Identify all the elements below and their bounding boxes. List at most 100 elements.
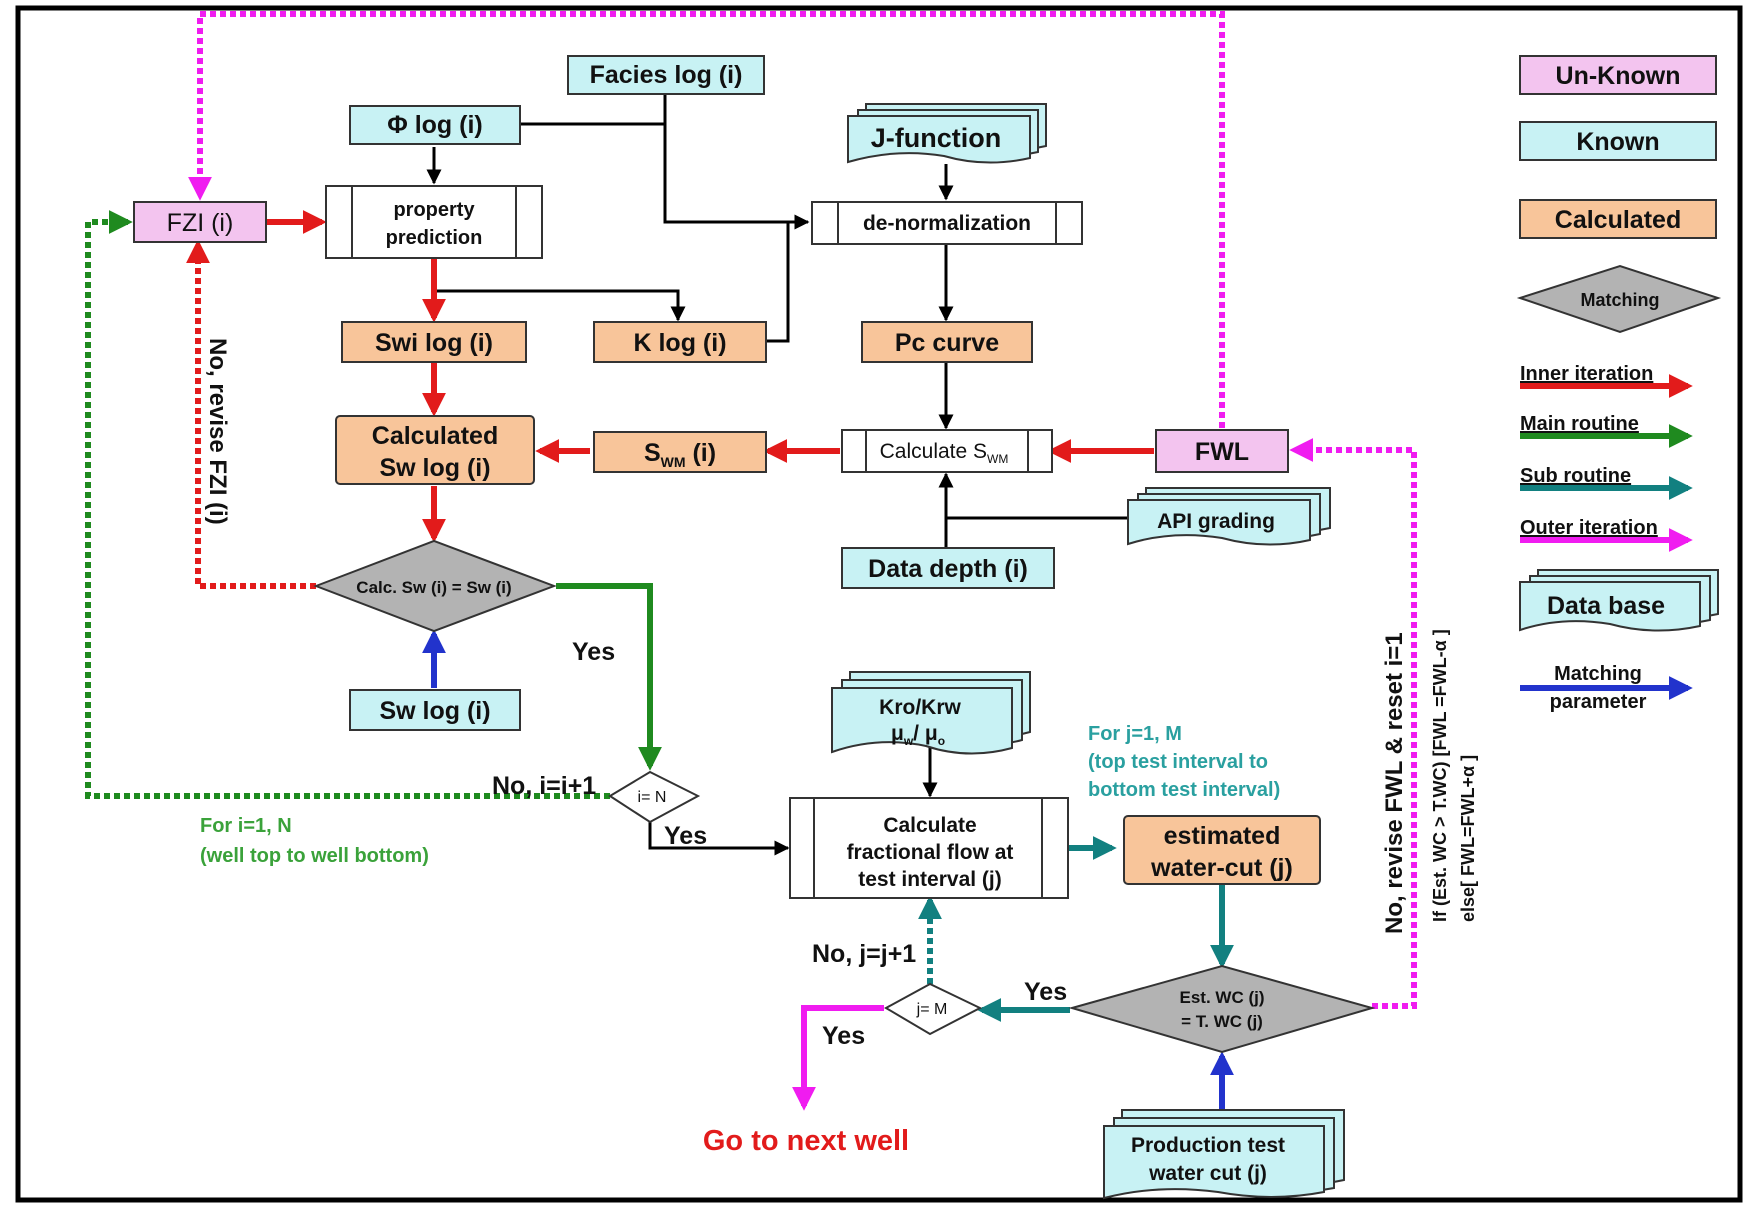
legend-matching: Matching — [1516, 264, 1722, 334]
property-prediction-line2: prediction — [386, 227, 483, 249]
calculated-sw-line2: Sw log (i) — [379, 454, 490, 482]
i-eq-n-node: i= N — [608, 770, 701, 824]
api-grading-node: API grading — [1127, 487, 1331, 546]
estimated-water-cut-line1: estimated — [1164, 822, 1281, 850]
no-j-label: No, j=j+1 — [812, 940, 916, 968]
k-log-label: K log (i) — [633, 329, 726, 357]
estimated-water-cut-line2: water-cut (j) — [1150, 854, 1293, 882]
j-function-label: J-function — [871, 123, 1001, 153]
production-test-line2: water cut (j) — [1148, 1162, 1267, 1185]
legend-matching-param-line2: parameter — [1550, 691, 1647, 713]
for-i-line1: For i=1, N — [200, 815, 292, 837]
legend-matching-parameter: Matching parameter — [1520, 663, 1693, 713]
kro-krw-label: Kro/Krw — [879, 696, 961, 719]
yes-estwc-label: Yes — [1024, 978, 1067, 1006]
legend-data-base: Data base — [1519, 569, 1719, 632]
sw-log-node: Sw log (i) — [349, 689, 521, 731]
kro-krw-node: Kro/Krw μw/ μo — [831, 671, 1031, 755]
est-wc-match-node: Est. WC (j) = T. WC (j) — [1068, 964, 1376, 1054]
estimated-water-cut-node: estimated water-cut (j) — [1123, 815, 1321, 885]
legend-sub-routine: Sub routine — [1520, 465, 1693, 500]
facies-log-label: Facies log (i) — [590, 61, 743, 89]
fractional-flow-node: Calculate fractional flow at test interv… — [789, 797, 1069, 899]
go-next-well-label: Go to next well — [703, 1125, 909, 1157]
calculate-swm-label: Calculate SWM — [880, 440, 1009, 466]
for-j-line1: For j=1, M — [1088, 723, 1182, 745]
property-prediction-line1: property — [393, 199, 475, 221]
legend-data-base-label: Data base — [1547, 592, 1665, 620]
de-normalization-label: de-normalization — [863, 212, 1031, 235]
legend-calculated-label: Calculated — [1555, 206, 1681, 234]
phi-log-label: Φ log (i) — [387, 111, 483, 139]
api-grading-label: API grading — [1157, 510, 1275, 533]
for-i-line2: (well top to well bottom) — [200, 845, 429, 867]
legend-matching-label: Matching — [1581, 290, 1660, 310]
legend-calculated: Calculated — [1519, 199, 1717, 239]
legend-unknown-label: Un-Known — [1556, 62, 1681, 90]
mu-ratio-label: μw/ μo — [891, 722, 945, 748]
no-revise-fwl-label: No, revise FWL & reset i=1 — [1381, 632, 1408, 934]
de-normalization-node: de-normalization — [811, 201, 1083, 245]
est-wc-match-line1: Est. WC (j) — [1180, 988, 1265, 1007]
j-function-node: J-function — [847, 103, 1047, 164]
facies-to-denorm-connector — [663, 94, 810, 230]
klog-to-denorm-connector — [766, 222, 790, 343]
for-j-line3: bottom test interval) — [1088, 779, 1280, 801]
no-i-loop-connector — [85, 210, 610, 799]
yes-jeqm-label: Yes — [822, 1022, 865, 1050]
no-i-label: No, i=i+1 — [492, 772, 596, 800]
legend-matching-param-line1: Matching — [1554, 663, 1642, 685]
swm-label: SWM (i) — [644, 439, 716, 470]
no-revise-fzi-connector — [186, 239, 316, 589]
k-log-node: K log (i) — [593, 321, 767, 363]
legend-inner-iteration: Inner iteration — [1520, 363, 1693, 398]
fractional-flow-line2: fractional flow at — [847, 841, 1014, 864]
fwl-node: FWL — [1155, 429, 1289, 473]
legend-outer-iteration: Outer iteration — [1520, 517, 1693, 552]
fwl-label: FWL — [1195, 438, 1249, 466]
calculated-sw-line1: Calculated — [372, 422, 498, 450]
sw-log-label: Sw log (i) — [379, 697, 490, 725]
phi-log-node: Φ log (i) — [349, 105, 521, 145]
swi-log-label: Swi log (i) — [375, 329, 493, 357]
legend-known-label: Known — [1576, 128, 1659, 156]
for-j-line2: (top test interval to — [1088, 751, 1268, 773]
i-eq-n-label: i= N — [638, 789, 667, 806]
facies-log-node: Facies log (i) — [567, 55, 765, 95]
swm-node: SWM (i) — [593, 431, 767, 473]
fzi-node: FZI (i) — [133, 201, 267, 243]
property-prediction-node: property prediction — [325, 185, 543, 259]
outer-iteration-right-connector — [1289, 438, 1417, 1009]
j-eq-m-label: j= M — [916, 1001, 948, 1018]
outer-iteration-top-connector — [188, 11, 1225, 428]
no-revise-fzi-label: No, revise FZI (i) — [204, 338, 231, 525]
if-condition-label: If (Est. WC > T.WC) [FWL =FWL-α ] — [1430, 629, 1450, 922]
legend-inner-iteration-label: Inner iteration — [1520, 363, 1653, 385]
legend: Un-Known Known Calculated Matching Inner… — [1516, 55, 1722, 713]
data-depth-label: Data depth (i) — [868, 555, 1028, 583]
fractional-flow-line3: test interval (j) — [858, 868, 1002, 891]
yes-match-label: Yes — [572, 638, 615, 666]
go-next-well-connector — [792, 1005, 884, 1111]
fractional-flow-line1: Calculate — [883, 814, 976, 837]
legend-unknown: Un-Known — [1519, 55, 1717, 95]
data-depth-node: Data depth (i) — [841, 547, 1055, 589]
diagram-frame — [15, 5, 1743, 1203]
legend-main-routine: Main routine — [1520, 413, 1693, 448]
yes-to-ieqn-connector — [556, 583, 662, 771]
est-wc-match-line2: = T. WC (j) — [1181, 1012, 1263, 1031]
calc-sw-match-node: Calc. Sw (i) = Sw (i) — [313, 539, 557, 633]
calculated-sw-log-node: Calculated Sw log (i) — [335, 415, 535, 485]
ieqn-to-fracflow-connector — [648, 822, 790, 856]
j-eq-m-node: j= M — [883, 982, 983, 1036]
pc-curve-label: Pc curve — [895, 329, 999, 357]
property-to-klog-connector — [434, 289, 686, 322]
legend-known: Known — [1519, 121, 1717, 161]
yes-ieqn-label: Yes — [664, 822, 707, 850]
production-test-node: Production test water cut (j) — [1103, 1109, 1345, 1200]
calc-sw-match-label: Calc. Sw (i) = Sw (i) — [356, 578, 511, 597]
legend-outer-iteration-label: Outer iteration — [1520, 517, 1658, 539]
legend-sub-routine-label: Sub routine — [1520, 465, 1631, 487]
else-condition-label: else[ FWL=FWL+α ] — [1458, 755, 1478, 922]
